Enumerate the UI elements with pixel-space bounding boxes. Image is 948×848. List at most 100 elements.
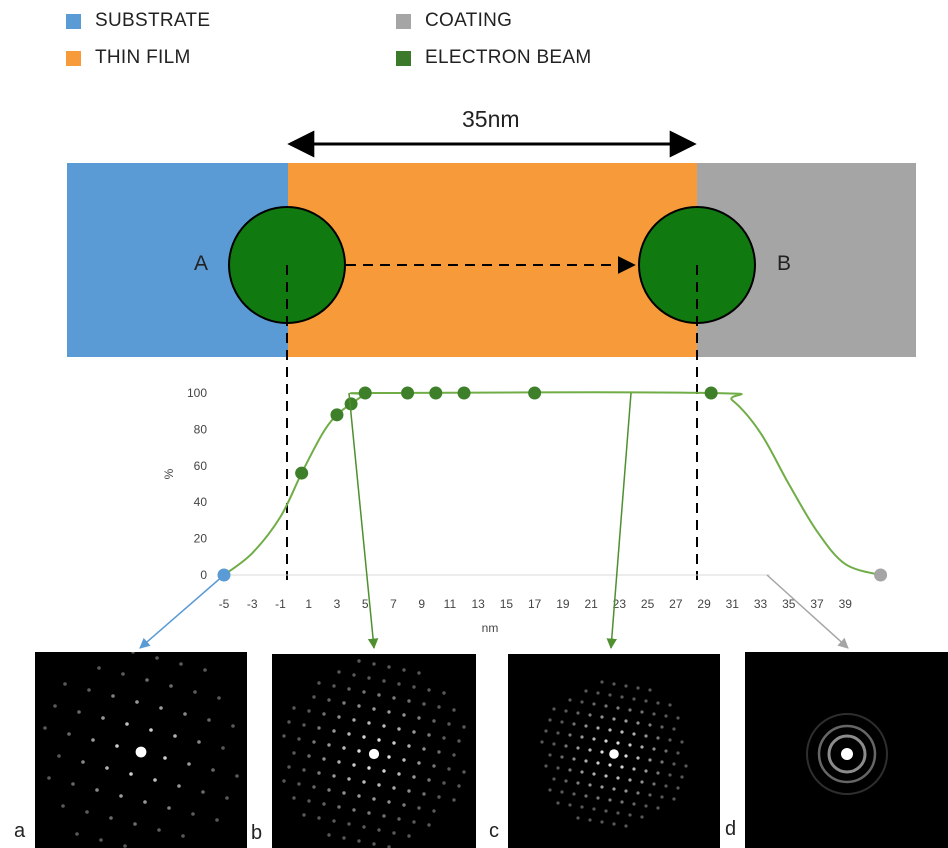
diffraction-spot: [307, 799, 311, 803]
diffraction-spot: [407, 789, 411, 793]
diffraction-spot: [317, 681, 321, 685]
diffraction-spot: [612, 822, 616, 826]
diffraction-spot: [576, 816, 580, 820]
diffraction-spot: [225, 796, 229, 800]
diffraction-spot: [327, 833, 331, 837]
diffraction-spot: [427, 778, 431, 782]
diffraction-spot: [382, 814, 386, 818]
legend-label: SUBSTRATE: [95, 10, 211, 31]
diffraction-spot: [632, 732, 636, 736]
point-b-label: B: [777, 252, 792, 275]
diffraction-spot: [432, 764, 436, 768]
data-point: [295, 466, 309, 480]
diffraction-spot: [317, 816, 321, 820]
data-point: [704, 386, 718, 400]
diffraction-spot: [292, 796, 296, 800]
diffraction-spot: [177, 784, 181, 788]
diffraction-spot: [544, 729, 548, 733]
x-tick-label: 17: [528, 597, 542, 611]
diffraction-spot: [397, 682, 401, 686]
diffraction-spot: [684, 764, 688, 768]
diffraction-spot: [392, 741, 396, 745]
data-point: [330, 408, 344, 422]
diffraction-spot: [387, 665, 391, 669]
diffraction-spot: [183, 712, 187, 716]
diffraction-spot: [552, 742, 556, 746]
diffraction-spot: [576, 711, 580, 715]
diffraction-spot: [584, 724, 588, 728]
x-tick-label: -1: [275, 597, 286, 611]
diffraction-spot: [568, 768, 572, 772]
diffraction-spot: [636, 791, 640, 795]
pattern-label-b: b: [251, 822, 263, 844]
diffraction-spot: [640, 815, 644, 819]
diffraction-spot: [644, 699, 648, 703]
diffraction-spot: [332, 729, 336, 733]
diffraction-spot: [452, 708, 456, 712]
y-tick-label: 20: [194, 532, 208, 546]
diffraction-spot: [664, 749, 668, 753]
diffraction-pattern-c: [508, 654, 720, 848]
diffraction-spot: [297, 782, 301, 786]
diffraction-spot: [97, 666, 101, 670]
diffraction-spot: [282, 779, 286, 783]
diffraction-spot: [337, 670, 341, 674]
pattern-label-c: c: [489, 820, 499, 842]
diffraction-spot: [588, 783, 592, 787]
point-a-label: A: [194, 252, 209, 275]
diffraction-spot: [123, 844, 127, 848]
diffraction-spot: [392, 786, 396, 790]
diffraction-spot: [417, 716, 421, 720]
diffraction-spot: [357, 839, 361, 843]
diffraction-spot: [432, 719, 436, 723]
diffraction-spot: [367, 766, 371, 770]
diffraction-spot: [397, 772, 401, 776]
diffraction-spot: [302, 768, 306, 772]
diffraction-spot: [656, 701, 660, 705]
y-tick-label: 0: [200, 568, 207, 582]
diffraction-spot: [382, 724, 386, 728]
diffraction-spot: [596, 761, 600, 765]
diffraction-spot: [387, 755, 391, 759]
diffraction-spot: [352, 808, 356, 812]
width-label: 35nm: [462, 106, 520, 132]
diffraction-spot: [616, 776, 620, 780]
diffraction-spot: [540, 740, 544, 744]
diffraction-spot: [307, 754, 311, 758]
diffraction-spot: [367, 721, 371, 725]
diffraction-spot: [95, 788, 99, 792]
diffraction-spot: [53, 704, 57, 708]
diffraction-spot: [680, 775, 684, 779]
diffraction-pattern-d: [745, 652, 948, 848]
diffraction-spot: [342, 836, 346, 840]
diffraction-spot: [352, 673, 356, 677]
x-tick-label: 3: [334, 597, 341, 611]
diffraction-spot: [608, 798, 612, 802]
diffraction-spot: [57, 754, 61, 758]
diffraction-spot: [600, 785, 604, 789]
x-tick-label: 33: [754, 597, 768, 611]
diffraction-spot: [407, 744, 411, 748]
diffraction-spot: [560, 720, 564, 724]
legend-thin-film: THIN FILM: [66, 47, 191, 69]
diffraction-spot: [600, 680, 604, 684]
diffraction-spot: [564, 709, 568, 713]
x-tick-label: 39: [839, 597, 853, 611]
intensity-curve: [223, 391, 881, 576]
diffraction-spot: [564, 744, 568, 748]
thin-film-layer: [288, 163, 697, 357]
x-tick-label: 27: [669, 597, 683, 611]
diffraction-spot: [588, 748, 592, 752]
data-point: [429, 386, 443, 400]
diffraction-spot: [347, 777, 351, 781]
diffraction-spot: [372, 797, 376, 801]
diffraction-spot: [352, 763, 356, 767]
diffraction-spot: [63, 682, 67, 686]
diffraction-spot: [644, 769, 648, 773]
diffraction-spot: [327, 788, 331, 792]
diffraction-spot: [357, 749, 361, 753]
diffraction-spot: [620, 765, 624, 769]
y-tick-label: 40: [194, 495, 208, 509]
diffraction-spot: [372, 707, 376, 711]
